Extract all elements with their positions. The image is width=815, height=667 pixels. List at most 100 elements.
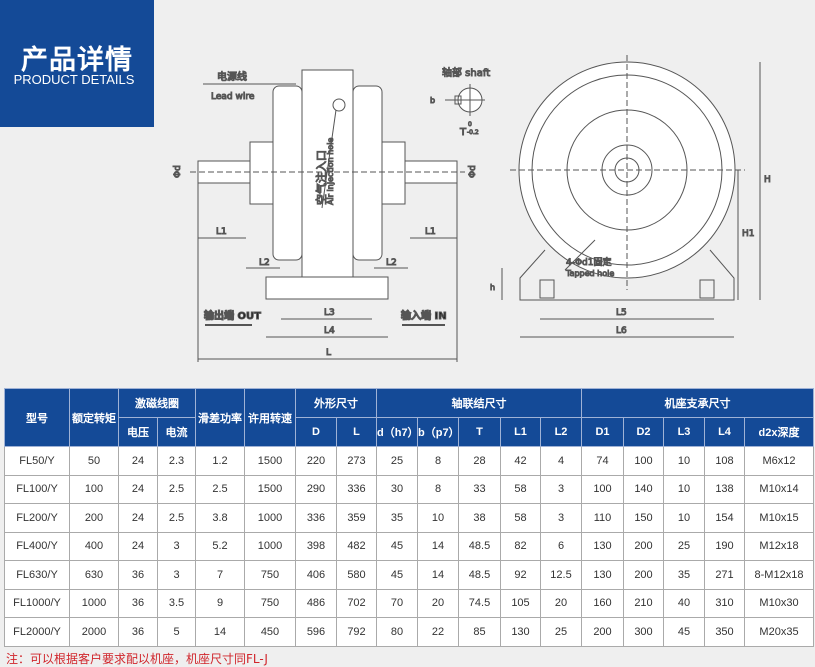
header-row-top: 型号 额定转矩 激磁线圈 滑差功率 许用转速 外形尺寸 轴联结尺寸 机座支承尺寸: [4, 388, 814, 447]
table-cell: 482: [336, 531, 377, 561]
table-cell: 3: [157, 531, 196, 561]
table-cell: 580: [336, 560, 377, 590]
l6-label: L6: [616, 326, 627, 336]
table-cell: 20: [417, 588, 459, 618]
table-cell: 450: [244, 617, 296, 647]
header-sub-cell: L1: [500, 417, 541, 447]
table-cell: 702: [336, 588, 377, 618]
table-cell: 792: [336, 617, 377, 647]
table-cell: 290: [295, 474, 337, 504]
table-cell: 2.5: [157, 474, 196, 504]
table-cell: 2000: [69, 617, 119, 647]
table-cell: 3.5: [157, 588, 196, 618]
table-cell: 25: [376, 446, 418, 476]
tapped-hole-en: Tapped hole: [565, 269, 614, 278]
table-cell: 48.5: [458, 531, 501, 561]
model-cell: FL400/Y: [4, 531, 70, 561]
table-cell: 36: [118, 560, 158, 590]
table-cell: 3: [540, 503, 582, 533]
header-allowed-speed: 许用转速: [244, 388, 296, 447]
model-cell: FL2000/Y: [4, 617, 70, 647]
table-cell: 1000: [244, 531, 296, 561]
table-cell: 160: [581, 588, 624, 618]
b-label: b: [430, 96, 435, 105]
table-cell: 10: [663, 474, 705, 504]
table-cell: 220: [295, 446, 337, 476]
table-cell: 24: [118, 503, 158, 533]
l2-left: L2: [259, 258, 270, 268]
table-cell: 45: [663, 617, 705, 647]
table-cell: 596: [295, 617, 337, 647]
table-cell: 359: [336, 503, 377, 533]
front-view: [501, 55, 761, 338]
header-excitation-coil: 激磁线圈: [118, 388, 196, 418]
table-cell: 350: [704, 617, 745, 647]
table-cell: 154: [704, 503, 745, 533]
header-sub-cell: T: [458, 417, 501, 447]
air-hole-cn: 空气注入口: [314, 150, 328, 205]
table-cell: 336: [336, 474, 377, 504]
table-cell: 406: [295, 560, 337, 590]
header-sub-cell: 电流: [157, 417, 196, 447]
table-cell: 74: [581, 446, 624, 476]
table-cell: 36: [118, 588, 158, 618]
tapped-hole-cn: 4-Φd1固定: [566, 256, 612, 268]
table-cell: 14: [417, 531, 459, 561]
header-sub-cell: D1: [581, 417, 624, 447]
phi-d-right: Φd: [468, 165, 478, 178]
table-cell: 14: [195, 617, 245, 647]
table-cell: 20: [540, 588, 582, 618]
banner-title-cn: 产品详情: [21, 45, 133, 76]
table-cell: 2.5: [157, 503, 196, 533]
table-cell: 398: [295, 531, 337, 561]
lead-wire-en: Lead wire: [211, 92, 255, 102]
table-cell: 108: [704, 446, 745, 476]
l1-right: L1: [425, 227, 436, 237]
table-cell: 80: [376, 617, 418, 647]
shaft-label: 轴部 shaft: [442, 66, 490, 79]
table-cell: M10x30: [744, 588, 814, 618]
model-cell: FL1000/Y: [4, 588, 70, 618]
table-cell: 33: [458, 474, 501, 504]
table-cell: 200: [581, 617, 624, 647]
table-cell: 273: [336, 446, 377, 476]
table-cell: 10: [663, 503, 705, 533]
side-view: [190, 69, 465, 362]
header-sub-cell: L3: [663, 417, 705, 447]
table-cell: 100: [623, 446, 664, 476]
h-label: H: [764, 175, 771, 185]
table-cell: 8-M12x18: [744, 560, 814, 590]
table-cell: 12.5: [540, 560, 582, 590]
table-cell: 35: [376, 503, 418, 533]
table-cell: 28: [458, 446, 501, 476]
t-tol-up: 0: [468, 121, 472, 128]
section-banner: 产品详情 PRODUCT DETAILS: [0, 0, 154, 127]
t-label: T: [459, 127, 467, 138]
table-cell: 4: [540, 446, 582, 476]
l-label: L: [326, 348, 331, 358]
table-cell: 85: [458, 617, 501, 647]
table-cell: 82: [500, 531, 541, 561]
table-cell: 5: [157, 617, 196, 647]
technical-drawing: 电源线 Lead wire 空气注入口 Air injection hole 轴…: [173, 55, 771, 362]
table-cell: 25: [663, 531, 705, 561]
table-cell: 200: [623, 531, 664, 561]
table-cell: 70: [376, 588, 418, 618]
table-cell: 8: [417, 446, 459, 476]
table-cell: 50: [69, 446, 119, 476]
table-cell: 150: [623, 503, 664, 533]
header-rated-torque: 额定转矩: [69, 388, 119, 447]
header-sub-cell: L: [336, 417, 377, 447]
table-cell: 24: [118, 446, 158, 476]
l5-label: L5: [616, 308, 627, 318]
spec-table: 型号 额定转矩 激磁线圈 滑差功率 许用转速 外形尺寸 轴联结尺寸 机座支承尺寸…: [4, 388, 814, 647]
h-small-label: h: [490, 283, 495, 292]
header-sub-cell: D2: [623, 417, 664, 447]
table-cell: 486: [295, 588, 337, 618]
table-cell: 400: [69, 531, 119, 561]
table-cell: 271: [704, 560, 745, 590]
